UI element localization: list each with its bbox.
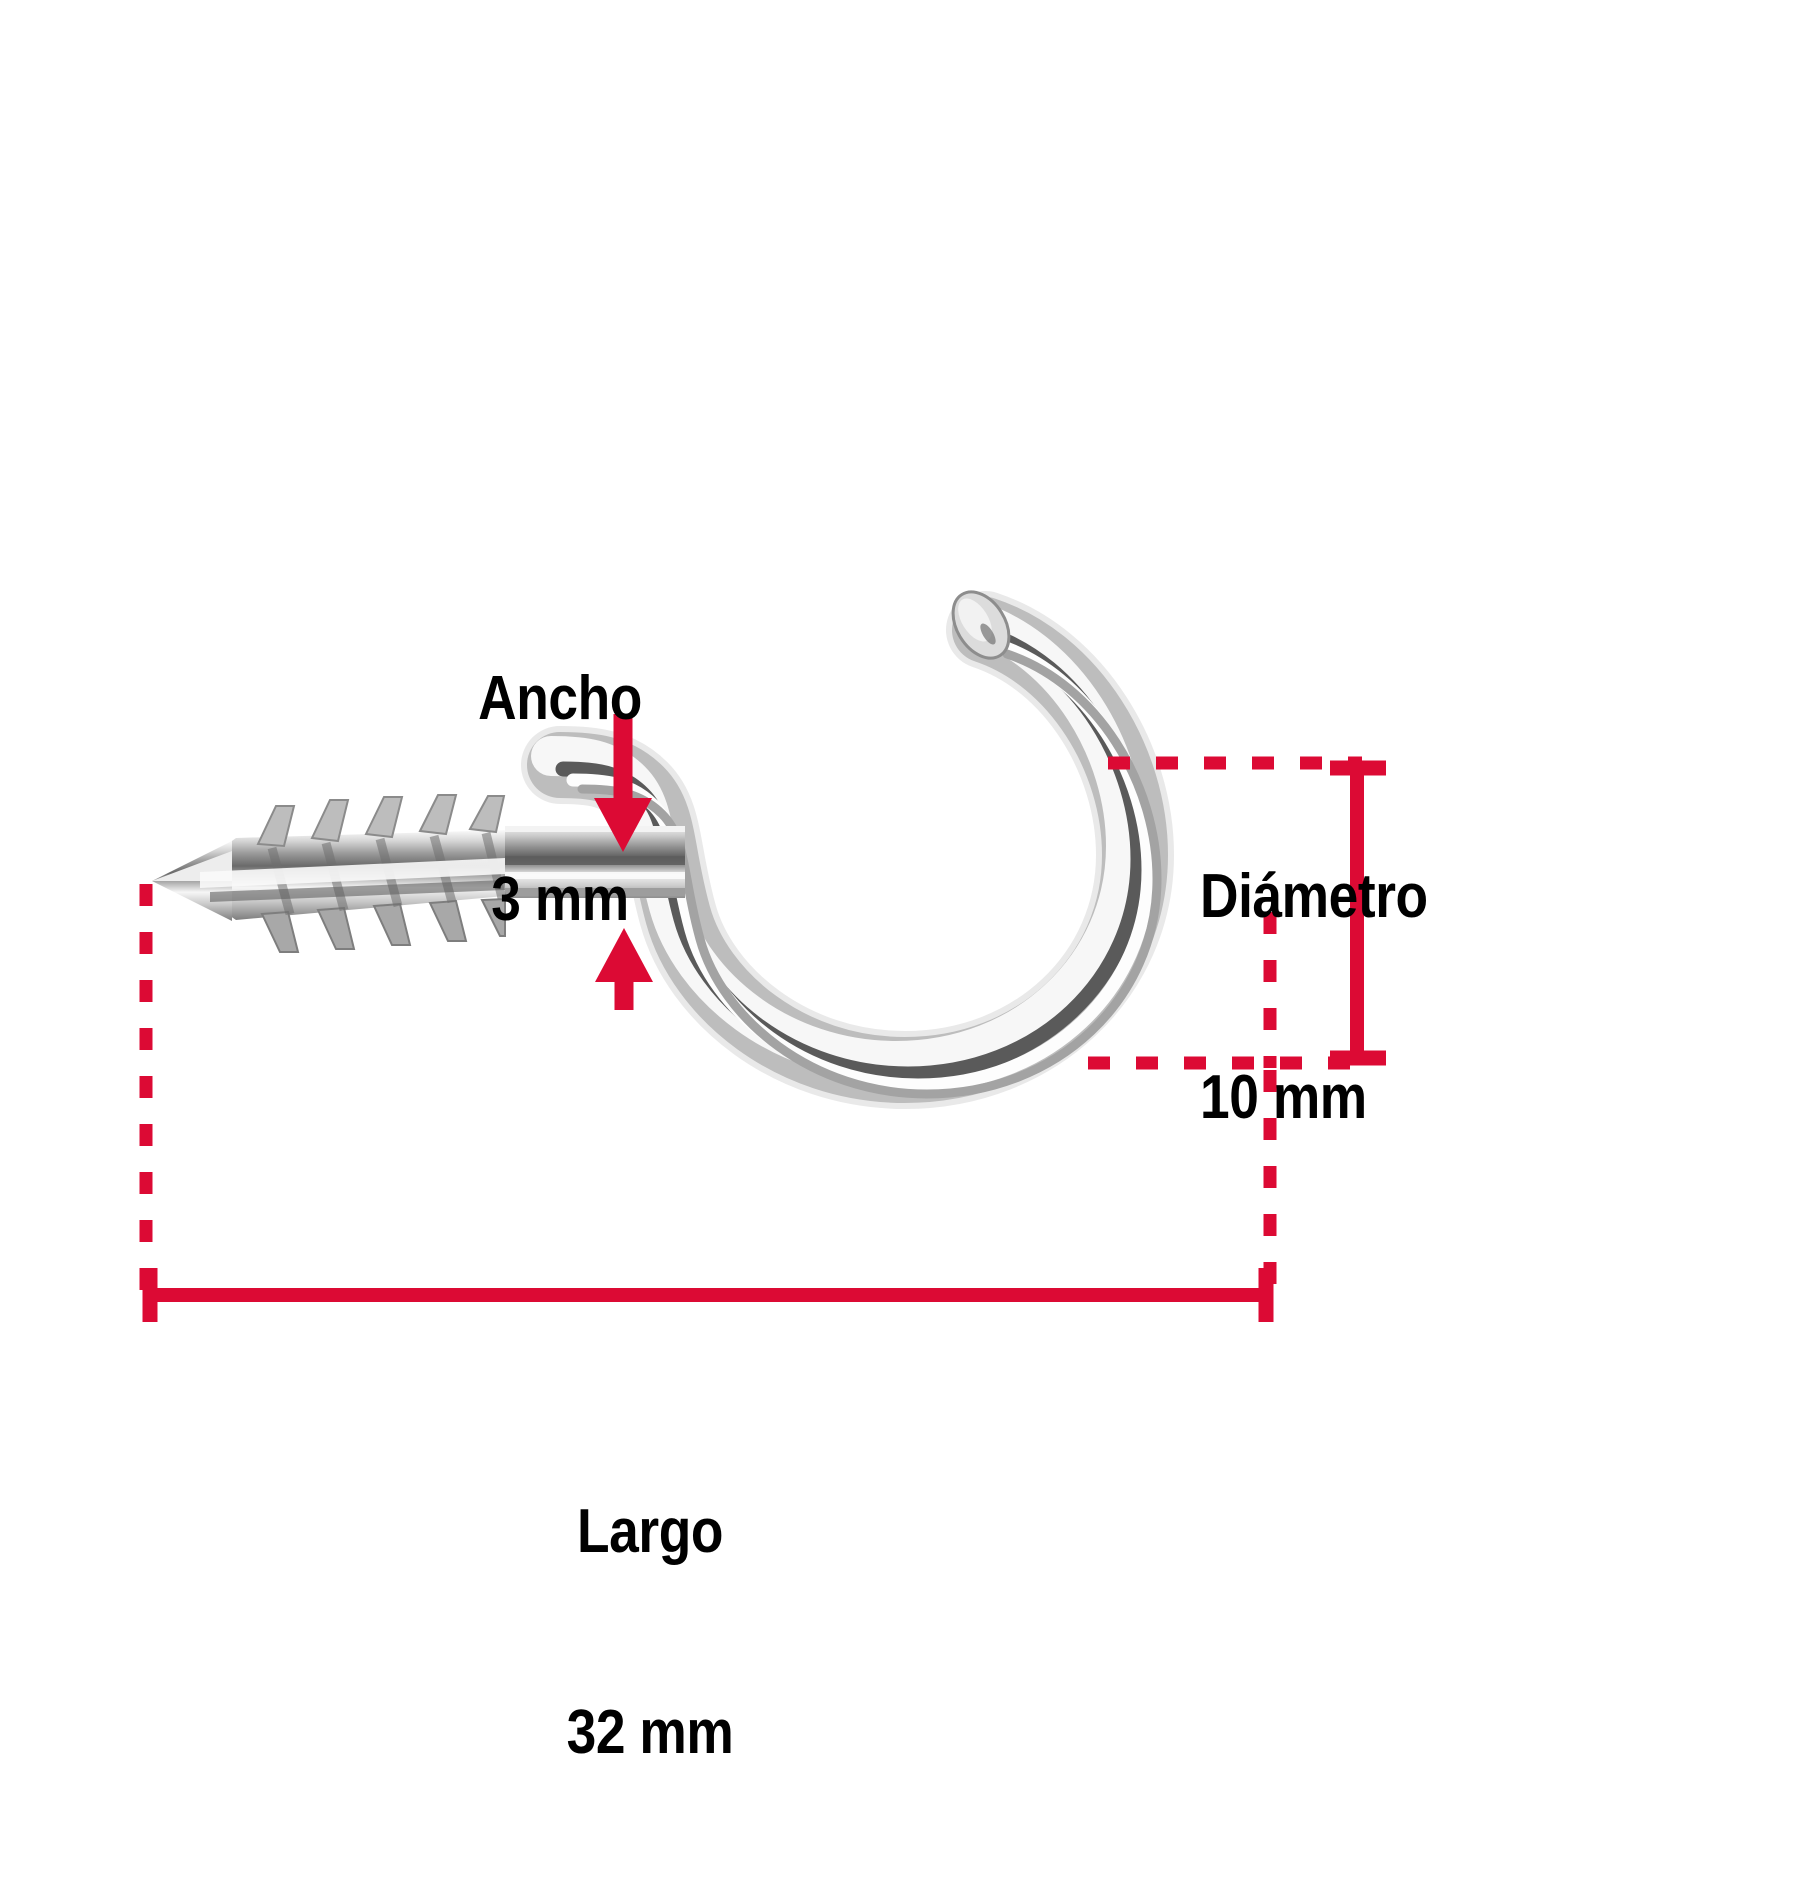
- shank: [505, 826, 685, 898]
- diametro-label: Diámetro 10 mm: [1200, 730, 1647, 1266]
- ancho-label: Ancho 3 mm: [345, 532, 775, 1068]
- diametro-label-name: Diámetro: [1200, 861, 1428, 931]
- ancho-label-name: Ancho: [478, 663, 642, 733]
- largo-label: Largo 32 mm: [409, 1365, 891, 1901]
- diagram-canvas: Ancho 3 mm Diámetro 10 mm Largo 32 mm: [139, 532, 1647, 1766]
- ancho-arrow-down: [594, 714, 652, 852]
- ancho-arrow-up: [595, 928, 653, 1010]
- hook-tip-end: [951, 590, 1011, 660]
- largo-label-value: 32 mm: [566, 1697, 734, 1767]
- diametro-label-value: 10 mm: [1200, 1062, 1367, 1132]
- dimension-annotations: [139, 714, 1386, 1322]
- ancho-label-value: 3 mm: [491, 864, 629, 934]
- product-dimension-svg: [139, 590, 1386, 1322]
- screw-threads: [152, 794, 507, 953]
- largo-label-name: Largo: [577, 1496, 723, 1566]
